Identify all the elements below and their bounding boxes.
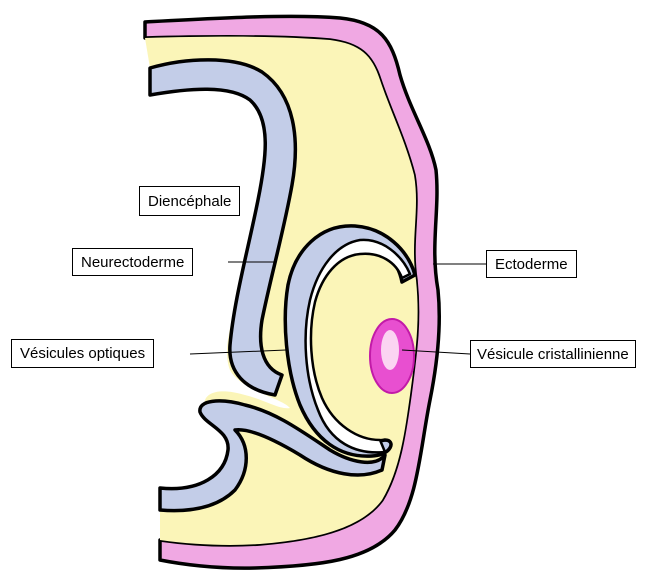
label-ectoderme: Ectoderme	[486, 250, 577, 278]
label-vesicule-cristallinienne: Vésicule cristallinienne	[470, 340, 636, 368]
label-diencephale: Diencéphale	[139, 186, 240, 216]
lens-vesicle-highlight	[381, 330, 399, 370]
label-vesicules-optiques: Vésicules optiques	[11, 339, 154, 368]
label-neurectoderme: Neurectoderme	[72, 248, 193, 276]
